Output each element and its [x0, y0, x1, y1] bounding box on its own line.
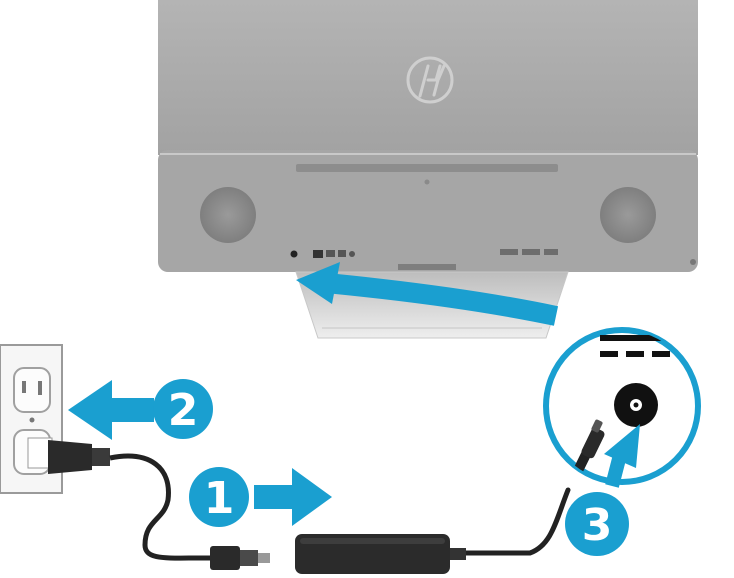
arrow-right-head	[292, 468, 332, 526]
security-slot-icon	[424, 179, 430, 185]
port-hdmi	[313, 250, 323, 258]
step-1-arrow	[254, 468, 332, 526]
step-3-badge: 3	[565, 492, 629, 556]
power-jack-port	[290, 250, 298, 258]
dc-plug	[561, 419, 605, 482]
step-3-circle	[565, 492, 629, 556]
power-jack-callout	[543, 327, 701, 485]
ac-cable	[109, 453, 212, 561]
stand-hinge	[398, 264, 456, 270]
monitor-upper-panel	[158, 0, 698, 155]
ac-connector	[210, 546, 270, 570]
arrow-left-head	[68, 380, 112, 440]
power-jack-icon	[614, 383, 658, 427]
step-1-number: 1	[204, 473, 235, 524]
step-2-badge: 2	[153, 379, 213, 439]
step-2-arrow	[68, 380, 154, 440]
hp-logo-icon	[406, 56, 454, 104]
left-speaker-grille	[200, 187, 256, 243]
step-3-number: 3	[582, 500, 613, 551]
rear-ports	[290, 249, 558, 258]
port-display	[338, 250, 346, 257]
port-audio	[349, 251, 355, 257]
monitor-lower-housing	[158, 150, 698, 272]
corner-foot	[690, 259, 696, 265]
curved-arrow-head-icon	[296, 262, 340, 304]
vent-slot	[296, 164, 558, 172]
dc-symbol-icon	[600, 335, 670, 357]
step-1-circle	[189, 467, 249, 527]
step-2-circle	[153, 379, 213, 439]
port-vga	[326, 250, 335, 257]
arrow-up-right-head	[604, 424, 640, 468]
port-usb-2	[522, 249, 540, 255]
step-3-arrow	[604, 424, 640, 488]
step-1-badge: 1	[189, 467, 249, 527]
outlet-socket-top	[13, 367, 51, 413]
dc-cable	[461, 487, 571, 556]
adapter-cable-strain	[450, 548, 466, 560]
outlet-screw	[29, 417, 35, 423]
power-adapter-icon	[295, 534, 466, 574]
right-speaker-grille	[600, 187, 656, 243]
step-2-number: 2	[168, 385, 199, 436]
monitor-back	[158, 0, 698, 272]
curved-arrow-to-jack	[315, 272, 559, 326]
port-usb-1	[500, 249, 518, 255]
arrow-left-icon	[108, 398, 154, 422]
port-usb-3	[544, 249, 558, 255]
ac-plug	[27, 437, 110, 474]
